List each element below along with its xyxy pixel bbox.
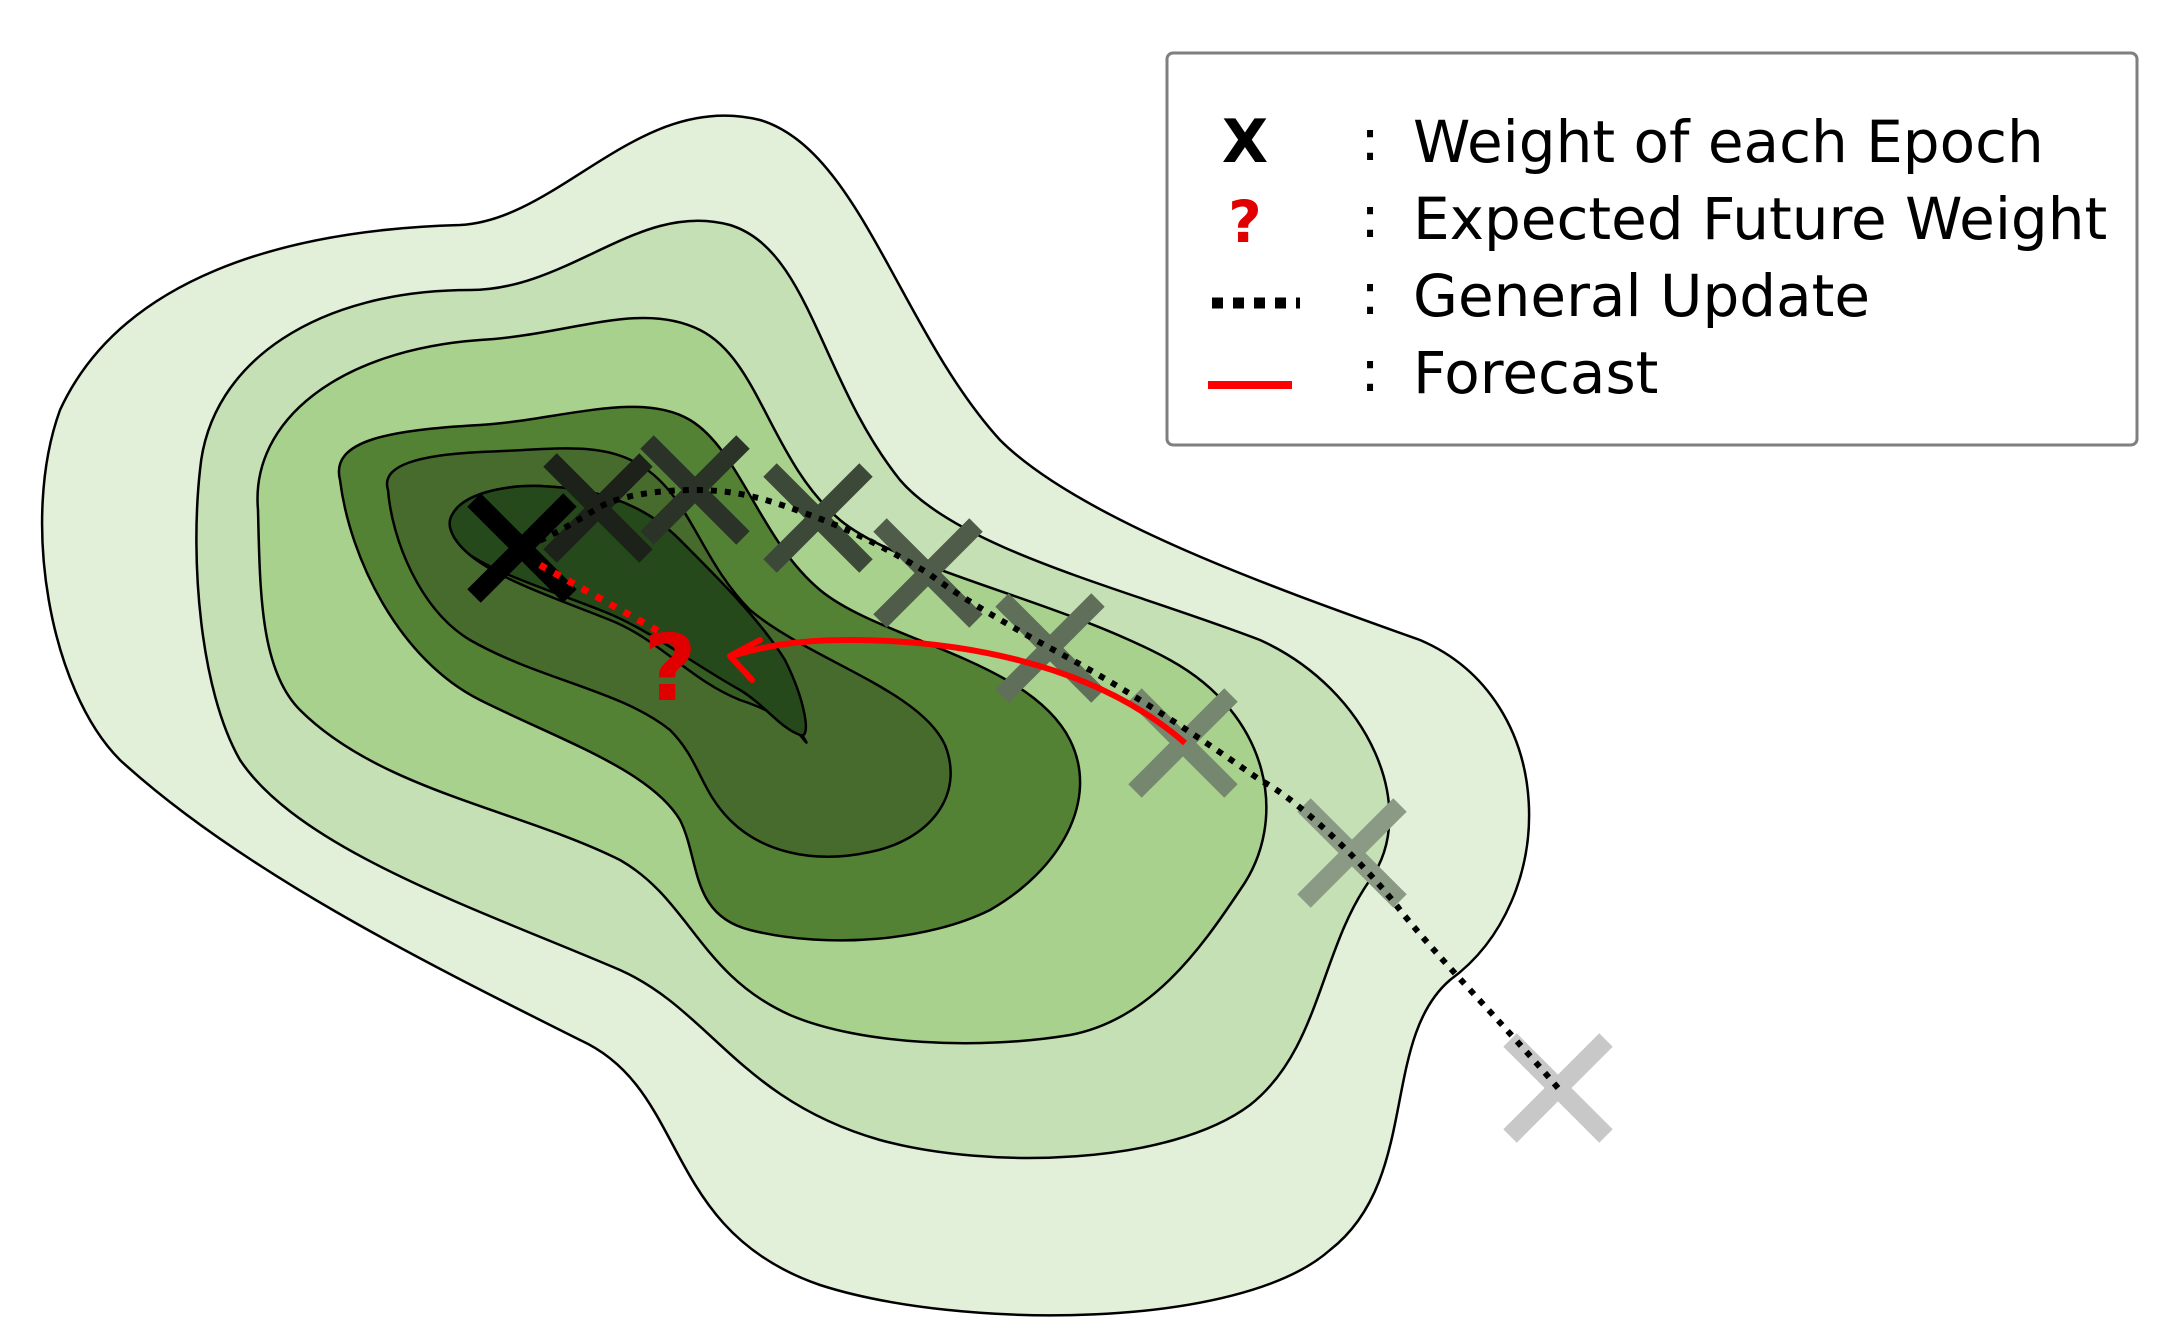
legend-label-expected: Expected Future Weight — [1413, 185, 2107, 253]
legend-label-weight: Weight of each Epoch — [1413, 108, 2044, 176]
legend-separator-4: : — [1360, 337, 1380, 405]
legend-symbol-weight: X — [1222, 107, 1268, 177]
expected-future-weight-mark: ? — [643, 615, 696, 722]
epoch-marker-7 — [640, 435, 750, 545]
epoch-marker-9 — [467, 493, 577, 603]
epoch-marker-stroke-2 — [640, 435, 750, 545]
forecast-arrowhead — [727, 637, 763, 683]
forecast-dotted-extension — [538, 561, 662, 636]
legend-symbol-expected: ? — [1228, 188, 1262, 256]
legend-label-forecast: Forecast — [1413, 339, 1658, 407]
epoch-marker-stroke-2 — [763, 463, 873, 573]
epoch-marker-stroke-2 — [995, 593, 1105, 703]
legend: X : Weight of each Epoch ? : Expected Fu… — [1165, 51, 2139, 447]
epoch-marker-stroke-2 — [873, 518, 983, 628]
general-update-path — [521, 486, 1561, 1090]
legend-box — [1165, 51, 2139, 447]
forecast-path — [538, 561, 1187, 746]
legend-separator-3: : — [1360, 260, 1380, 328]
epoch-marker-6 — [763, 463, 873, 573]
legend-separator-2: : — [1360, 183, 1380, 251]
forecast-curve — [734, 636, 1187, 746]
epoch-marker-stroke-2 — [467, 493, 577, 603]
epoch-marker-5 — [873, 518, 983, 628]
epoch-marker-stroke-2 — [543, 453, 653, 563]
epoch-marker-8 — [543, 453, 653, 563]
legend-label-general-update: General Update — [1413, 262, 1870, 330]
legend-separator-1: : — [1360, 106, 1380, 174]
